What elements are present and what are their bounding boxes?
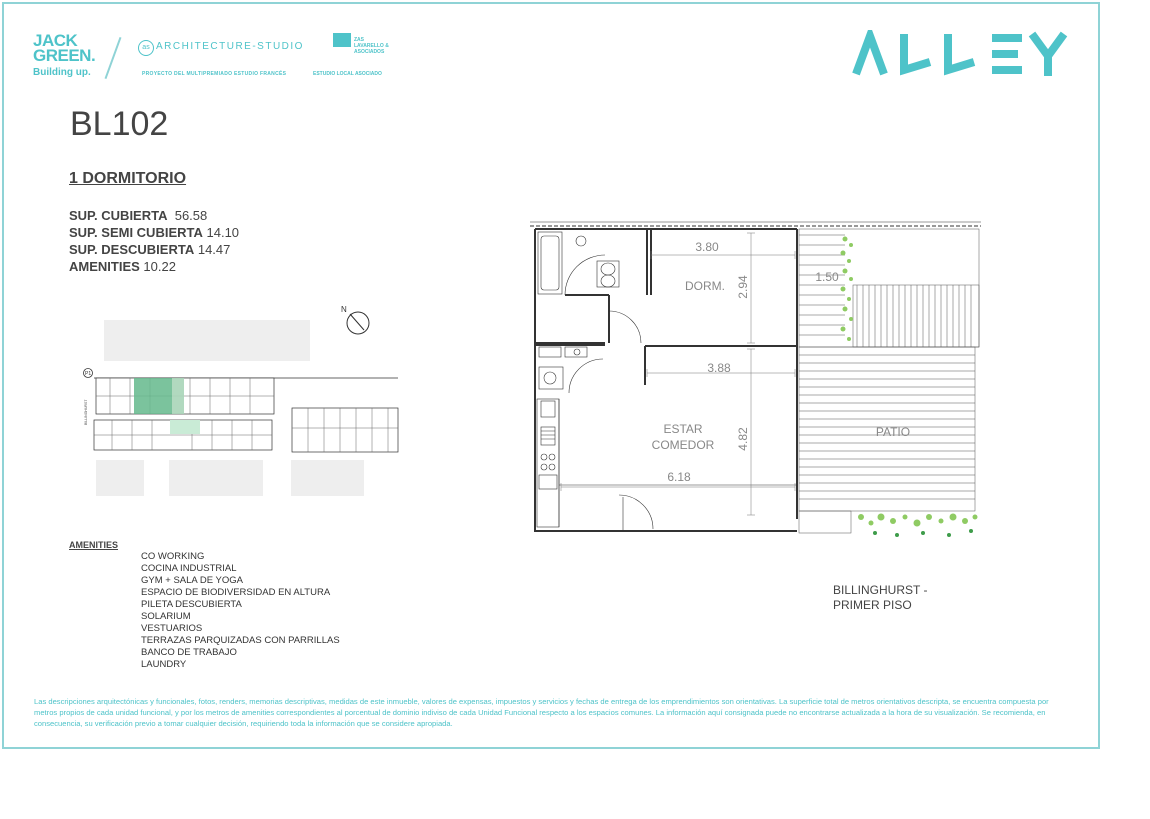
surface-label: SUP. CUBIERTA xyxy=(69,208,168,223)
amenity-item: COCINA INDUSTRIAL xyxy=(141,563,237,574)
amenity-item: BANCO DE TRABAJO xyxy=(141,647,237,658)
neighbor-block xyxy=(291,460,364,496)
floor-plan: 3.80 2.94 DORM. 1.50 3.88 ESTAR COMEDOR … xyxy=(530,221,981,537)
amenity-item: ESPACIO DE BIODIVERSIDAD EN ALTURA xyxy=(141,587,331,598)
amenities-list: CO WORKING COCINA INDUSTRIAL GYM + SALA … xyxy=(141,551,340,671)
amenity-item: VESTUARIOS xyxy=(141,623,203,634)
as-mark: as xyxy=(138,40,154,56)
unit-highlight xyxy=(134,378,172,414)
as-subtitle: PROYECTO DEL MULTIPREMIADO ESTUDIO FRANC… xyxy=(142,71,287,77)
surface-list: SUP. CUBIERTA 56.58 SUP. SEMI CUBIERTA 1… xyxy=(69,207,239,275)
logo-text: JACK xyxy=(33,31,78,50)
site-marker-icon: P1 xyxy=(83,368,93,378)
room-living: COMEDOR xyxy=(652,438,715,452)
surface-label: SUP. DESCUBIERTA xyxy=(69,242,195,257)
zas-mark-icon xyxy=(333,33,351,47)
neighbor-block xyxy=(104,320,310,361)
surface-row: AMENITIES 10.22 xyxy=(69,258,239,275)
dim-balcony: 1.50 xyxy=(815,270,839,284)
surface-row: SUP. SEMI CUBIERTA 14.10 xyxy=(69,224,239,241)
surface-value: 10.22 xyxy=(143,259,176,274)
dim-total-width: 6.18 xyxy=(667,470,691,484)
north-label: N xyxy=(341,305,347,314)
logo-tagline: Building up. xyxy=(33,67,91,78)
sheet-frame xyxy=(2,2,1100,749)
amenity-item: PILETA DESCUBIERTA xyxy=(141,599,242,610)
room-patio: PATIO xyxy=(876,425,910,439)
dim-dorm-width: 3.80 xyxy=(695,240,719,254)
dim-living-width: 3.88 xyxy=(707,361,731,375)
amenity-item: GYM + SALA DE YOGA xyxy=(141,575,243,586)
jack-green-logo: JACK GREEN. Building up. xyxy=(33,31,96,80)
neighbor-block xyxy=(96,460,144,496)
surface-label: SUP. SEMI CUBIERTA xyxy=(69,225,203,240)
dim-living-depth: 4.82 xyxy=(736,427,750,451)
zas-subtitle: ESTUDIO LOCAL ASOCIADO xyxy=(313,71,382,77)
surface-value: 14.10 xyxy=(206,225,240,240)
location-line: PRIMER PISO xyxy=(833,598,912,612)
zas-logo: ZAS LAVARELLO & ASOCIADOS xyxy=(333,33,389,55)
unit-type: 1 DORMITORIO xyxy=(69,170,187,187)
room-living: ESTAR xyxy=(663,422,702,436)
location-label: BILLINGHURST - PRIMER PISO xyxy=(833,583,927,613)
location-line: BILLINGHURST - xyxy=(833,583,928,597)
disclaimer-text: Las descripciones arquitectónicas y func… xyxy=(34,697,1049,728)
zas-name: ZAS LAVARELLO & ASOCIADOS xyxy=(354,37,389,55)
as-name: ARCHITECTURE-STUDIO xyxy=(156,41,304,52)
surface-row: SUP. DESCUBIERTA 14.47 xyxy=(69,241,239,258)
surface-value: 56.58 xyxy=(174,208,208,223)
surface-label: AMENITIES xyxy=(69,259,140,274)
alley-logo xyxy=(852,30,1068,76)
dim-dorm-depth: 2.94 xyxy=(736,275,750,299)
site-plan: N P1 BILLINGHURST xyxy=(83,305,399,496)
amenity-item: LAUNDRY xyxy=(141,659,187,670)
surface-row: SUP. CUBIERTA 56.58 xyxy=(69,207,239,224)
unit-code: BL102 xyxy=(70,105,169,143)
north-arrow-icon: N xyxy=(341,305,370,335)
logo-text: GREEN. xyxy=(33,46,96,65)
marker-label: P1 xyxy=(85,371,91,377)
amenities-title: AMENITIES xyxy=(69,540,119,550)
planter-greenery-icon xyxy=(840,236,978,537)
amenity-item: SOLARIUM xyxy=(141,611,191,622)
amenity-item: TERRAZAS PARQUIZADAS CON PARRILLAS xyxy=(141,635,340,646)
neighbor-block xyxy=(169,460,263,496)
street-label: BILLINGHURST xyxy=(84,399,88,425)
room-dorm: DORM. xyxy=(685,279,725,293)
amenity-item: CO WORKING xyxy=(141,551,205,562)
surface-value: 14.47 xyxy=(197,242,231,257)
